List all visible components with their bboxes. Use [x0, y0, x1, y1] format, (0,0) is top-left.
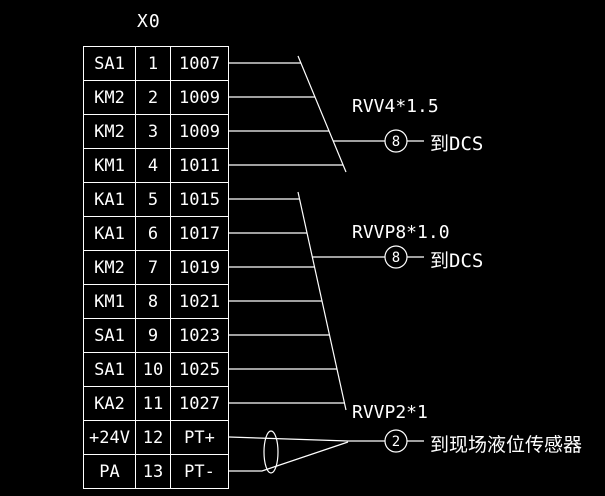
device-label: KM2 — [84, 115, 136, 149]
device-label: +24V — [84, 421, 136, 455]
wire-number: 1017 — [171, 217, 229, 251]
device-label: KM2 — [84, 81, 136, 115]
wire-number: 1011 — [171, 149, 229, 183]
cable-destination-label: 到DCS — [430, 250, 484, 272]
wire-number: 1027 — [171, 387, 229, 421]
core-count: 8 — [392, 250, 400, 266]
terminal-number: 1 — [136, 47, 171, 81]
table-row: SA1 9 1023 — [84, 319, 229, 353]
device-label: KM2 — [84, 251, 136, 285]
wire-number: 1023 — [171, 319, 229, 353]
wire-line — [228, 436, 349, 442]
wire-number: 1007 — [171, 47, 229, 81]
terminal-number: 6 — [136, 217, 171, 251]
wire-number: 1021 — [171, 285, 229, 319]
table-row: KA2 11 1027 — [84, 387, 229, 421]
wire-number: 1009 — [171, 115, 229, 149]
table-row: KM2 2 1009 — [84, 81, 229, 115]
core-count: 8 — [392, 134, 400, 150]
table-row: +24V 12 PT+ — [84, 421, 229, 455]
terminal-number: 8 — [136, 285, 171, 319]
wire-number: 1019 — [171, 251, 229, 285]
bundle-line — [297, 55, 347, 173]
device-label: SA1 — [84, 353, 136, 387]
device-label: SA1 — [84, 47, 136, 81]
wire-number: 1015 — [171, 183, 229, 217]
table-row: KM1 4 1011 — [84, 149, 229, 183]
wire-number: 1025 — [171, 353, 229, 387]
device-label: KM1 — [84, 285, 136, 319]
terminal-number: 5 — [136, 183, 171, 217]
terminal-number: 4 — [136, 149, 171, 183]
wire-number: 1009 — [171, 81, 229, 115]
core-count: 2 — [392, 434, 400, 450]
core-count-circle — [384, 429, 408, 453]
device-label: PA — [84, 455, 136, 489]
terminal-table: SA1 1 1007 KM2 2 1009 KM2 3 1009 KM1 4 1… — [83, 46, 229, 489]
terminal-block-title: X0 — [137, 11, 161, 32]
table-row: SA1 10 1025 — [84, 353, 229, 387]
cable-spec-label: RVV4*1.5 — [352, 96, 439, 117]
table-row: KA1 5 1015 — [84, 183, 229, 217]
table-row: KM2 7 1019 — [84, 251, 229, 285]
table-row: KM1 8 1021 — [84, 285, 229, 319]
core-count-circle — [384, 129, 408, 153]
wire-number: PT- — [171, 455, 229, 489]
terminal-number: 13 — [136, 455, 171, 489]
cable-destination-label: 到DCS — [430, 133, 484, 155]
terminal-number: 12 — [136, 421, 171, 455]
terminal-number: 7 — [136, 251, 171, 285]
terminal-number: 2 — [136, 81, 171, 115]
terminal-number: 3 — [136, 115, 171, 149]
cable-spec-label: RVVP2*1 — [352, 402, 428, 423]
table-row: SA1 1 1007 — [84, 47, 229, 81]
bundle-line — [297, 191, 347, 411]
table-row: PA 13 PT- — [84, 455, 229, 489]
table-row: KM2 3 1009 — [84, 115, 229, 149]
core-count-circle — [384, 245, 408, 269]
device-label: SA1 — [84, 319, 136, 353]
table-row: KA1 6 1017 — [84, 217, 229, 251]
terminal-number: 11 — [136, 387, 171, 421]
cable-destination-label: 到现场液位传感器 — [430, 434, 583, 456]
terminal-number: 10 — [136, 353, 171, 387]
shield-ellipse — [263, 430, 279, 474]
cable-spec-label: RVVP8*1.0 — [352, 222, 450, 243]
wire-line — [229, 441, 349, 472]
device-label: KA1 — [84, 183, 136, 217]
terminal-number: 9 — [136, 319, 171, 353]
device-label: KA1 — [84, 217, 136, 251]
wire-number: PT+ — [171, 421, 229, 455]
device-label: KA2 — [84, 387, 136, 421]
device-label: KM1 — [84, 149, 136, 183]
